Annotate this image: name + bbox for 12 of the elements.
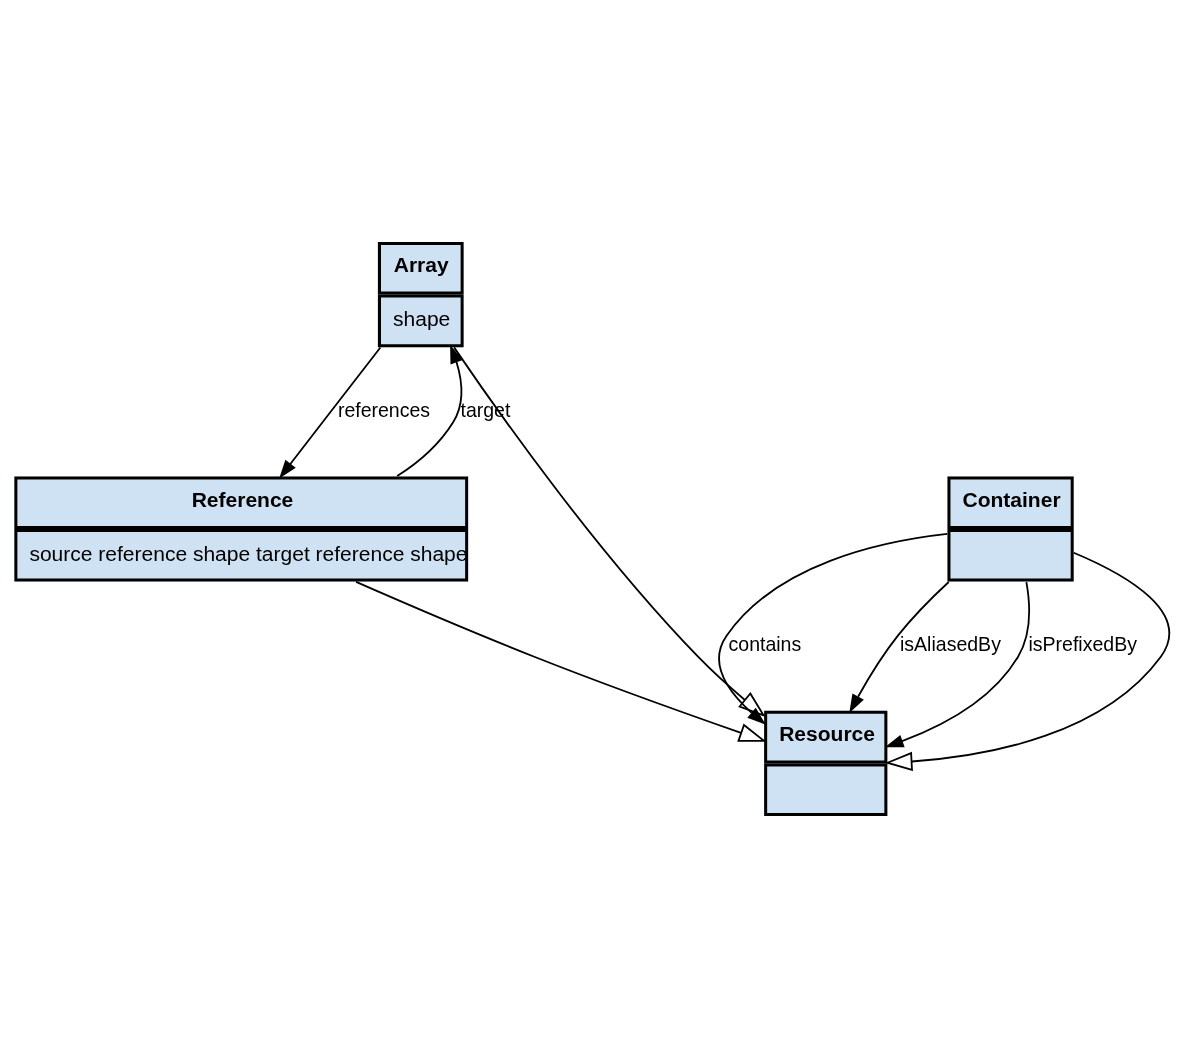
arrow bbox=[884, 551, 1171, 771]
arrow bbox=[849, 580, 950, 713]
arrow bbox=[718, 532, 949, 725]
edge-label: contains bbox=[728, 632, 802, 655]
edge-label: isPrefixedBy bbox=[1028, 632, 1137, 655]
arrow bbox=[884, 580, 1030, 747]
arrow bbox=[355, 580, 767, 742]
arrow bbox=[396, 344, 463, 477]
arrow bbox=[453, 345, 766, 717]
arrow bbox=[279, 346, 382, 478]
edge-label: references bbox=[337, 398, 431, 421]
edge-label: isAliasedBy bbox=[900, 632, 1001, 655]
